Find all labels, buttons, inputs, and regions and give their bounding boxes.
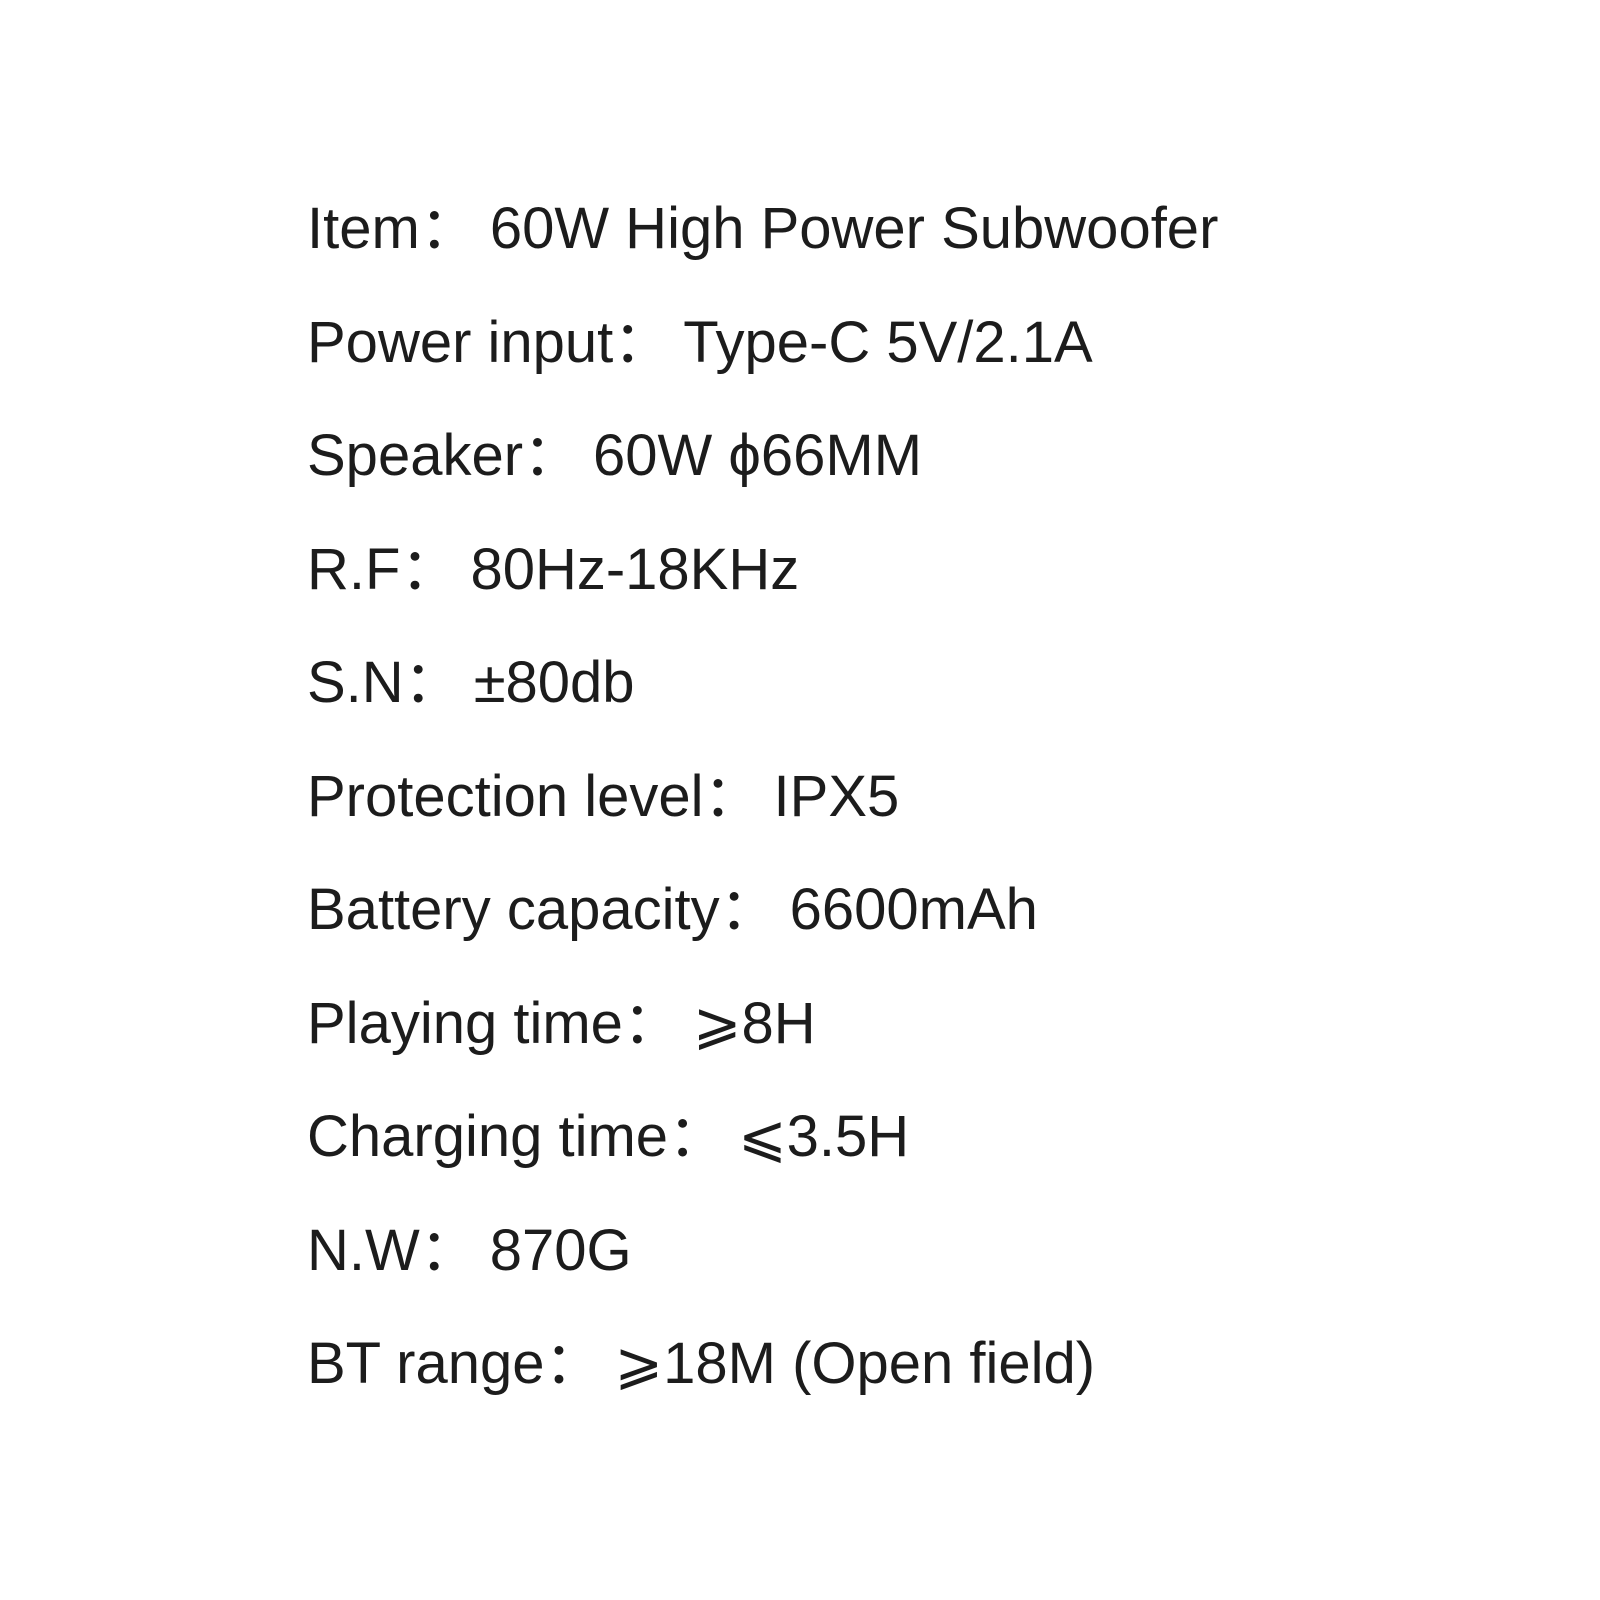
spec-label: BT range [307, 1331, 545, 1396]
spec-label: R.F [307, 536, 401, 602]
spec-row: BT range：⩾18M (Open field) [307, 1307, 1218, 1421]
spec-label: Protection level [307, 763, 704, 829]
spec-separator: ： [523, 423, 582, 488]
spec-separator: ： [544, 1331, 603, 1396]
spec-label: S.N [307, 650, 404, 715]
spec-separator: ： [613, 309, 672, 375]
spec-label: Item [307, 196, 420, 261]
spec-label: Speaker [307, 423, 524, 488]
spec-separator: ： [403, 650, 462, 715]
spec-value: ±80db [473, 650, 635, 715]
spec-value: 80Hz-18KHz [470, 536, 800, 602]
spec-value: 60W High Power Subwoofer [489, 196, 1219, 261]
spec-label: N.W [307, 1217, 420, 1283]
spec-label: Battery capacity [307, 877, 720, 942]
spec-separator: ： [400, 536, 459, 602]
spec-row: Battery capacity：6600mAh [307, 853, 1218, 967]
spec-row: Power input：Type-C 5V/2.1A [307, 286, 1218, 400]
spec-value: 870G [489, 1217, 632, 1283]
spec-separator: ： [419, 1217, 478, 1283]
spec-row: Speaker：60W ϕ66MM [307, 399, 1218, 513]
spec-row: N.W：870G [307, 1194, 1218, 1308]
spec-row: R.F：80Hz-18KHz [307, 513, 1218, 627]
spec-value: ⩾8H [692, 990, 816, 1056]
spec-separator: ： [419, 196, 478, 261]
spec-separator: ： [622, 990, 681, 1056]
spec-row: Charging time：⩽3.5H [307, 1080, 1218, 1194]
spec-label: Playing time [307, 990, 623, 1056]
spec-label: Charging time [307, 1104, 669, 1169]
spec-value: IPX5 [773, 763, 900, 829]
spec-row: Protection level：IPX5 [307, 740, 1218, 854]
spec-row: S.N：±80db [307, 626, 1218, 740]
spec-row: Item：60W High Power Subwoofer [307, 172, 1218, 286]
spec-separator: ： [668, 1104, 727, 1169]
spec-separator: ： [703, 763, 762, 829]
spec-value: Type-C 5V/2.1A [683, 309, 1093, 375]
spec-row: Playing time：⩾8H [307, 967, 1218, 1081]
spec-separator: ： [719, 877, 778, 942]
spec-label: Power input [307, 309, 614, 375]
spec-value: 6600mAh [789, 877, 1038, 942]
spec-value: ⩽3.5H [738, 1104, 910, 1169]
spec-value: 60W ϕ66MM [593, 423, 923, 488]
spec-value: ⩾18M (Open field) [614, 1331, 1096, 1396]
